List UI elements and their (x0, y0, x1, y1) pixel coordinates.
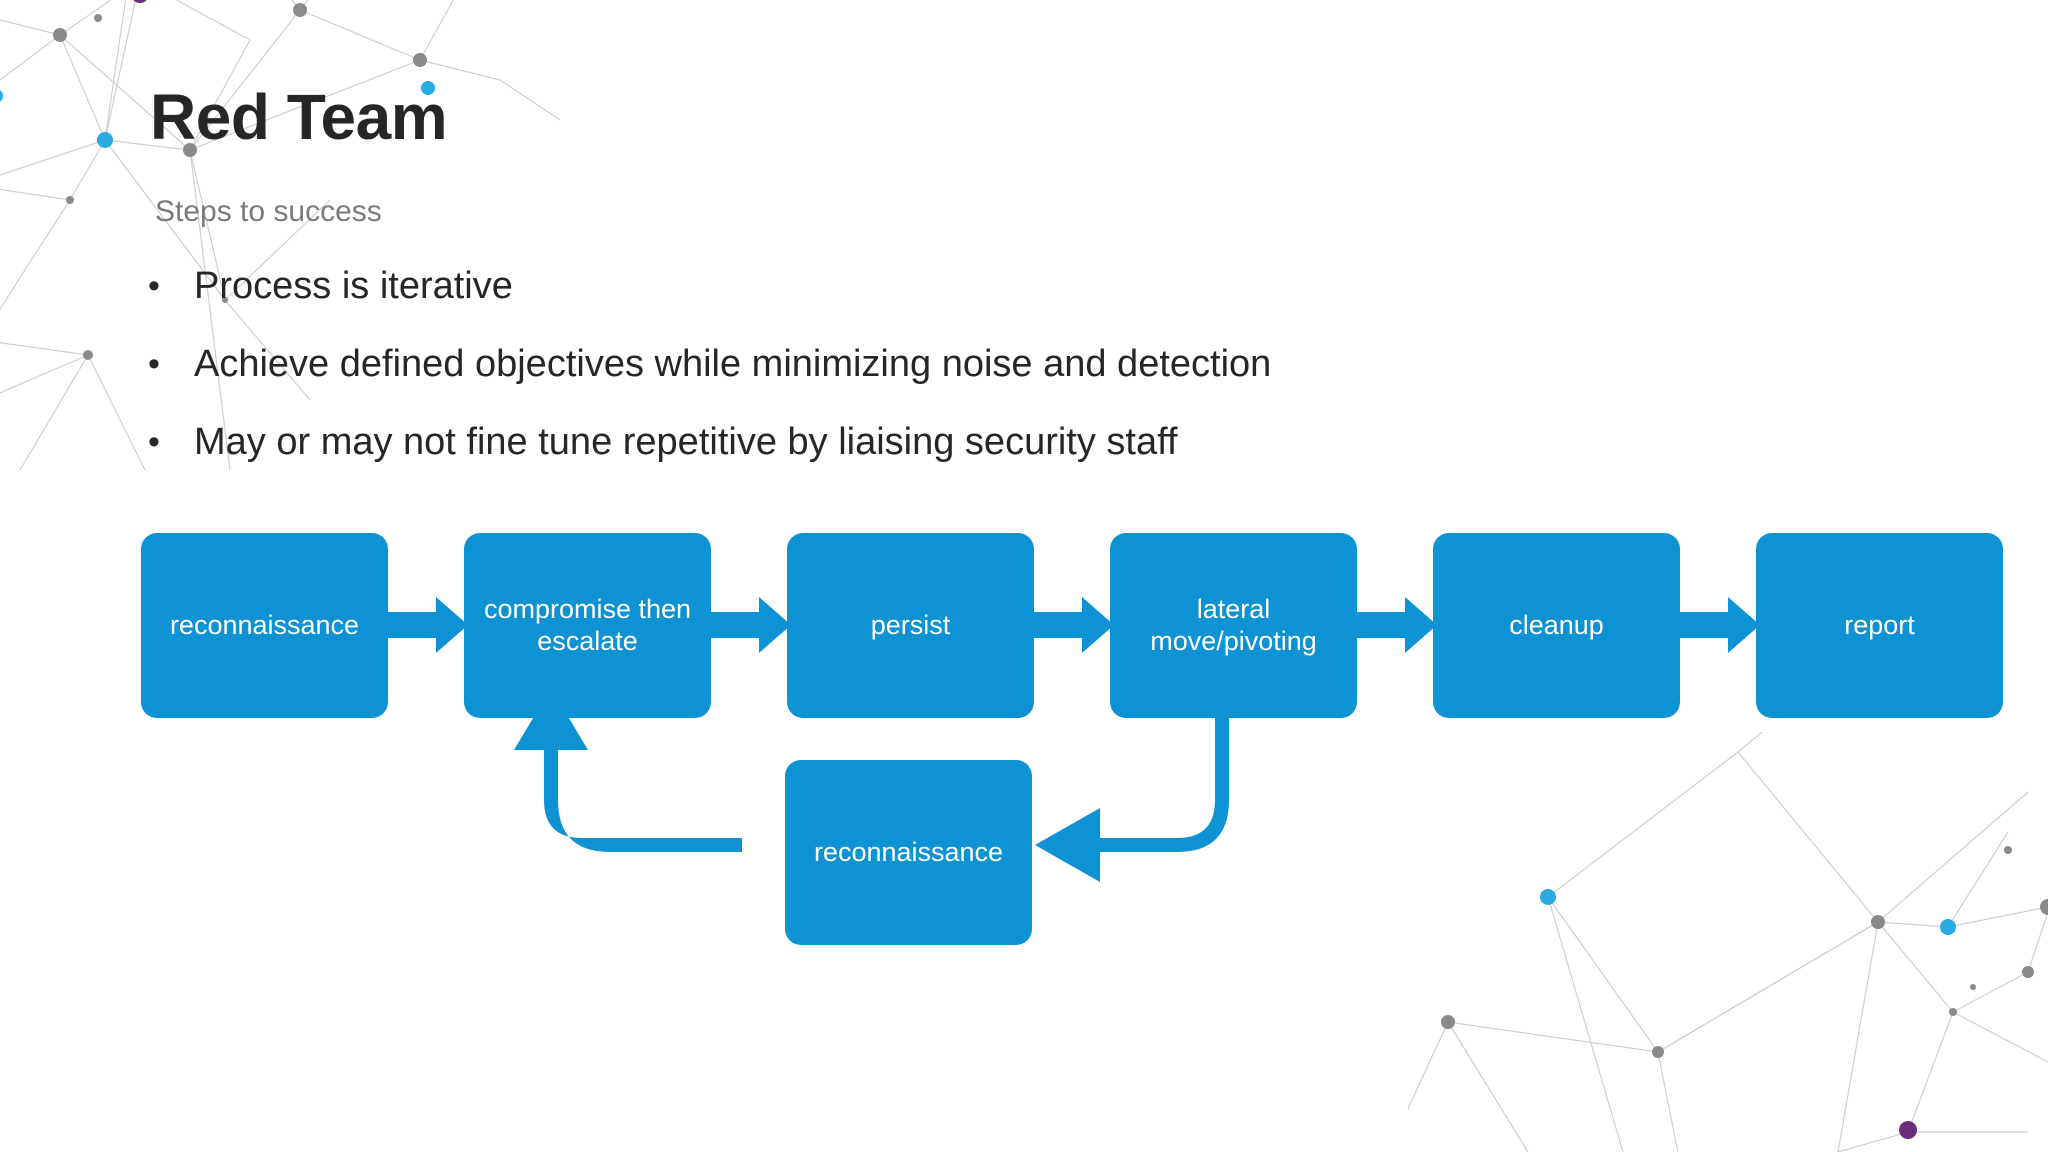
bullet-marker-icon: • (148, 423, 160, 461)
arrow-recon2-to-compromise (514, 688, 742, 852)
arrow-recon1-to-compromise (388, 597, 468, 653)
flow-node-reconnaissance-2[interactable]: reconnaissance (785, 760, 1032, 945)
flow-node-cleanup[interactable]: cleanup (1433, 533, 1680, 718)
flow-node-label: reconnaissance (169, 609, 360, 640)
flow-node-label: report (1844, 609, 1915, 640)
list-item: • May or may not fine tune repetitive by… (148, 411, 1868, 473)
bullet-list: • Process is iterative • Achieve defined… (148, 255, 1868, 489)
flow-node-label: compromise then escalate (483, 593, 692, 656)
bullet-text: Achieve defined objectives while minimiz… (194, 343, 1272, 385)
arrow-lateral-to-cleanup (1357, 597, 1437, 653)
flow-node-label: lateral move/pivoting (1150, 593, 1317, 656)
arrow-cleanup-to-report (1680, 597, 1760, 653)
arrow-persist-to-lateral (1034, 597, 1114, 653)
arrow-lateral-to-recon2 (1035, 718, 1229, 882)
list-item: • Process is iterative (148, 255, 1868, 317)
arrow-compromise-to-persist (711, 597, 791, 653)
page-title: Red Team (150, 81, 448, 153)
bullet-marker-icon: • (148, 267, 160, 305)
flow-node-reconnaissance-1[interactable]: reconnaissance (141, 533, 388, 718)
flow-node-label: persist (870, 609, 951, 640)
bullet-text: Process is iterative (194, 265, 513, 307)
bullet-text: May or may not fine tune repetitive by l… (194, 421, 1178, 463)
list-item: • Achieve defined objectives while minim… (148, 333, 1868, 395)
bullet-marker-icon: • (148, 345, 160, 383)
flow-node-compromise-then-escalate[interactable]: compromise then escalate (464, 533, 711, 718)
flow-node-report[interactable]: report (1756, 533, 2003, 718)
flow-node-label: cleanup (1509, 609, 1604, 640)
page-subtitle: Steps to success (155, 195, 382, 228)
flow-node-label: reconnaissance (813, 836, 1004, 867)
flow-node-lateral-move-pivoting[interactable]: lateral move/pivoting (1110, 533, 1357, 718)
flow-node-persist[interactable]: persist (787, 533, 1034, 718)
